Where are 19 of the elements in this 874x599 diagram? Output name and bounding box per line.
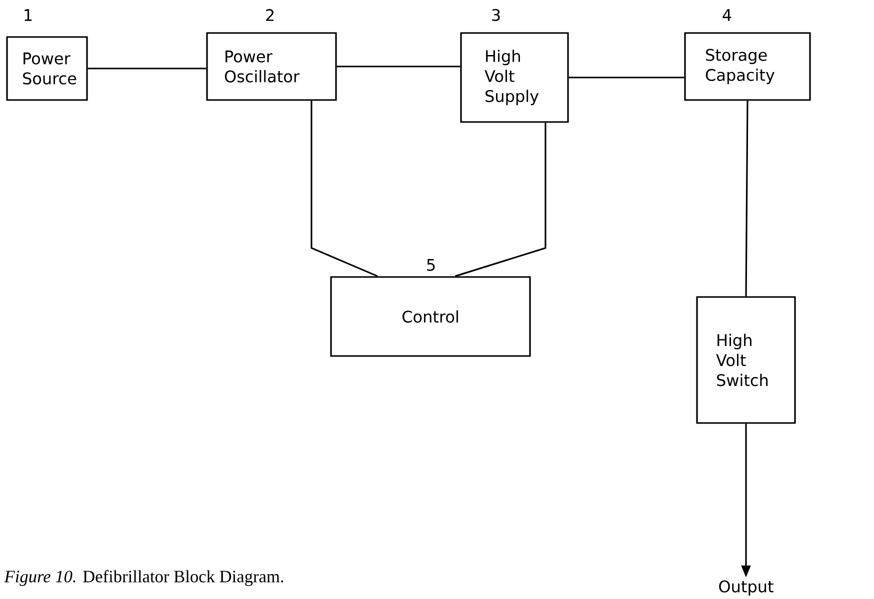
block-number: 1 <box>24 9 32 21</box>
connector-line <box>336 66 460 68</box>
block-box: Power Oscillator <box>206 32 337 101</box>
figure-caption: Figure 10. Defibrillator Block Diagram. <box>4 570 284 586</box>
block-box: Control <box>330 276 531 357</box>
connector-line <box>568 76 684 78</box>
block-box: Power Source <box>6 36 88 101</box>
block-number: 3 <box>492 8 500 22</box>
connector-line <box>310 100 378 277</box>
block-box: High Volt Supply <box>460 32 569 123</box>
block-number: 4 <box>722 9 732 21</box>
connector-line <box>745 100 748 296</box>
output-label: Output <box>719 580 774 596</box>
block-number: 2 <box>266 9 274 21</box>
block-box: Storage Capacity <box>684 32 811 101</box>
block-box: High Volt Switch <box>696 296 796 424</box>
block-number: 5 <box>427 259 435 271</box>
connector-line <box>88 68 206 70</box>
connector-line <box>454 122 546 277</box>
